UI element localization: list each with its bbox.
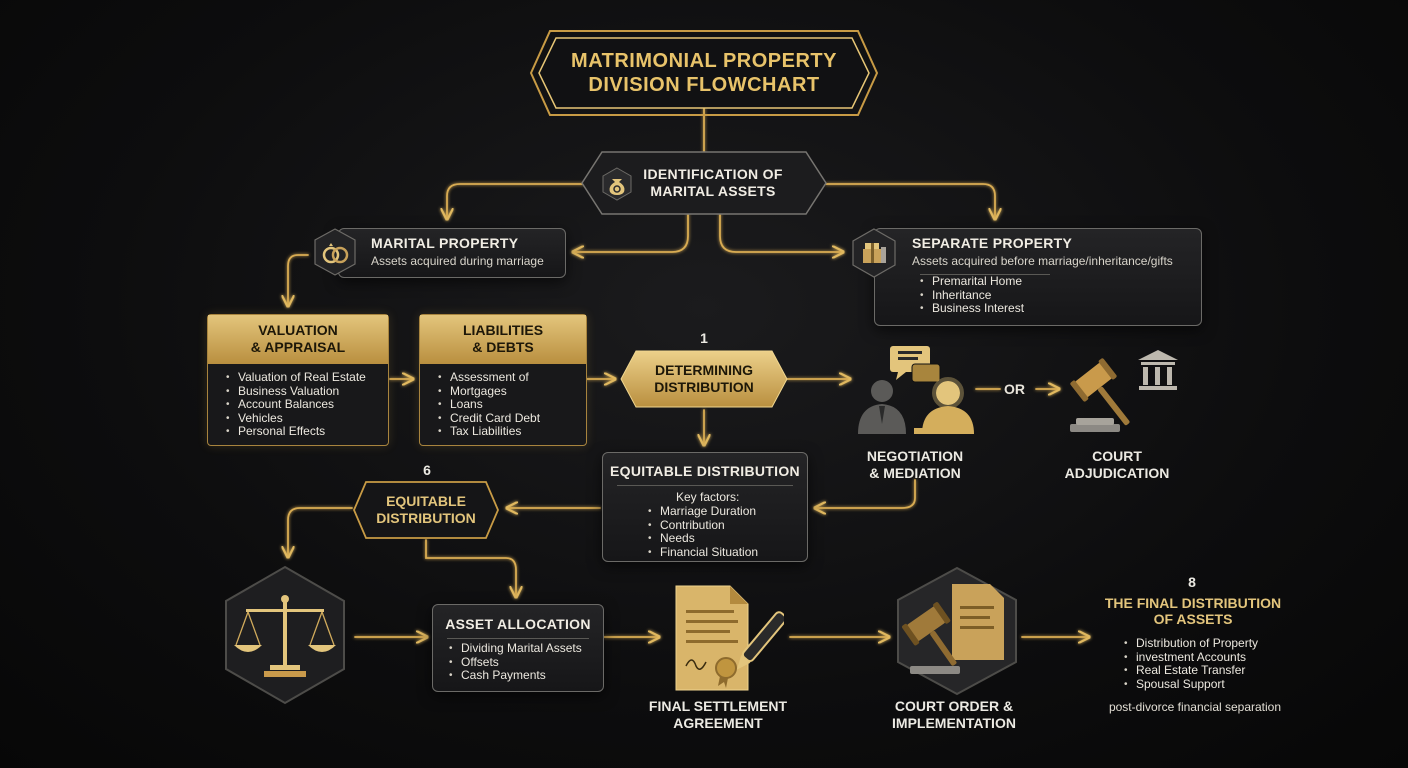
equitable-hex-line-2: DISTRIBUTION: [376, 510, 476, 526]
list-item: Account Balances: [226, 397, 388, 412]
list-item: Assessment of: [438, 370, 586, 385]
final-distribution-line-2: OF ASSETS: [1153, 611, 1233, 627]
liabilities-card: LIABILITIES & DEBTS Assessment of Mortga…: [419, 314, 587, 446]
equitable-distribution-title: EQUITABLE DISTRIBUTION: [610, 463, 800, 479]
determining-line-2: DISTRIBUTION: [654, 379, 754, 395]
list-item: Contribution: [648, 518, 807, 533]
valuation-card: VALUATION & APPRAISAL Valuation of Real …: [207, 314, 389, 446]
list-item: Premarital Home: [920, 274, 1024, 289]
document-pen-icon: [664, 582, 784, 694]
list-item: Dividing Marital Assets: [449, 641, 603, 656]
list-item: Credit Card Debt: [438, 411, 586, 426]
final-settlement-label: FINAL SETTLEMENT AGREEMENT: [630, 698, 806, 732]
step-number-1: 1: [700, 330, 708, 346]
list-item: Marriage Duration: [648, 504, 807, 519]
or-label: OR: [1004, 381, 1025, 397]
list-item: Business Interest: [920, 301, 1024, 316]
list-item: Needs: [648, 531, 807, 546]
list-item: Personal Effects: [226, 424, 388, 439]
equitable-distribution-hex: EQUITABLE DISTRIBUTION: [352, 480, 500, 540]
separate-property-list: Premarital Home Inheritance Business Int…: [902, 274, 1024, 316]
equitable-distribution-card: EQUITABLE DISTRIBUTION Key factors: Marr…: [602, 452, 808, 562]
list-item: Spousal Support: [1124, 677, 1258, 692]
list-item: Mortgages: [438, 384, 586, 399]
final-distribution-footer: post-divorce financial separation: [1108, 700, 1282, 714]
list-item: Tax Liabilities: [438, 424, 586, 439]
marital-property-subtitle: Assets acquired during marriage: [371, 254, 544, 268]
list-item: Vehicles: [226, 411, 388, 426]
list-item: Financial Situation: [648, 545, 807, 560]
negotiation-line-2: & MEDIATION: [869, 465, 961, 481]
list-item: Distribution of Property: [1124, 636, 1258, 651]
valuation-title-line-1: VALUATION: [258, 322, 338, 338]
list-item: Cash Payments: [449, 668, 603, 683]
gavel-courthouse-icon: [1062, 346, 1180, 438]
separate-property-subtitle: Assets acquired before marriage/inherita…: [912, 254, 1173, 268]
liabilities-header: LIABILITIES & DEBTS: [420, 315, 586, 364]
list-item: Real Estate Transfer: [1124, 663, 1258, 678]
list-item: Loans: [438, 397, 586, 412]
asset-allocation-card: ASSET ALLOCATION Dividing Marital Assets…: [432, 604, 604, 692]
scales-icon: [222, 565, 348, 705]
key-factors-list: Marriage Duration Contribution Needs Fin…: [603, 504, 807, 560]
step-number-6: 6: [423, 462, 431, 478]
step-number-8: 8: [1188, 574, 1196, 590]
determining-line-1: DETERMINING: [655, 362, 753, 378]
liabilities-title-line-2: & DEBTS: [472, 339, 534, 355]
list-item: Business Valuation: [226, 384, 388, 399]
negotiation-label: NEGOTIATION & MEDIATION: [842, 448, 988, 482]
liabilities-title-line-1: LIABILITIES: [462, 322, 544, 338]
negotiation-line-1: NEGOTIATION: [866, 448, 964, 464]
book-gift-icon: [848, 227, 900, 279]
identification-line-1: IDENTIFICATION OF: [643, 166, 783, 182]
marital-property-node: MARITAL PROPERTY Assets acquired during …: [308, 222, 566, 282]
separate-property-title: SEPARATE PROPERTY: [912, 235, 1073, 251]
list-item: Offsets: [449, 655, 603, 670]
valuation-title-line-2: & APPRAISAL: [250, 339, 346, 355]
determining-distribution-node: DETERMINING DISTRIBUTION: [620, 350, 788, 408]
asset-allocation-list: Dividing Marital Assets Offsets Cash Pay…: [433, 641, 603, 683]
separate-property-node: SEPARATE PROPERTY Assets acquired before…: [848, 222, 1202, 326]
gavel-document-icon: [894, 566, 1020, 696]
valuation-header: VALUATION & APPRAISAL: [208, 315, 388, 364]
rings-icon: [310, 227, 360, 277]
court-adjudication-line-1: COURT: [1092, 448, 1142, 464]
identification-line-2: MARITAL ASSETS: [650, 183, 776, 199]
title-frame: [529, 30, 879, 116]
separator-line: [617, 485, 793, 486]
final-distribution-title: THE FINAL DISTRIBUTION OF ASSETS: [1096, 595, 1290, 627]
identification-node: IDENTIFICATION OF MARITAL ASSETS: [580, 150, 828, 216]
court-order-line-1: COURT ORDER &: [894, 698, 1014, 714]
marital-property-title: MARITAL PROPERTY: [371, 235, 519, 251]
court-adjudication-label: COURT ADJUDICATION: [1042, 448, 1192, 482]
title-line-2: DIVISION FLOWCHART: [588, 74, 820, 96]
court-order-label: COURT ORDER & IMPLEMENTATION: [874, 698, 1034, 732]
final-settlement-line-1: FINAL SETTLEMENT: [648, 698, 788, 714]
asset-allocation-title: ASSET ALLOCATION: [445, 616, 591, 632]
money-bag-icon: [600, 167, 634, 201]
separator-line: [447, 638, 589, 639]
final-distribution-line-1: THE FINAL DISTRIBUTION: [1104, 595, 1282, 611]
final-distribution-list: Distribution of Property investment Acco…: [1106, 636, 1258, 692]
valuation-list: Valuation of Real Estate Business Valuat…: [208, 370, 388, 439]
key-factors-label: Key factors:: [676, 490, 740, 504]
flowchart-title: MATRIMONIAL PROPERTY DIVISION FLOWCHART: [528, 28, 880, 118]
equitable-hex-line-1: EQUITABLE: [386, 493, 466, 509]
people-speech-icon: [850, 342, 980, 438]
list-item: Valuation of Real Estate: [226, 370, 388, 385]
court-order-line-2: IMPLEMENTATION: [892, 715, 1016, 731]
court-adjudication-line-2: ADJUDICATION: [1064, 465, 1170, 481]
list-item: investment Accounts: [1124, 650, 1258, 665]
list-item: Inheritance: [920, 288, 1024, 303]
title-line-1: MATRIMONIAL PROPERTY: [571, 50, 837, 72]
final-settlement-line-2: AGREEMENT: [673, 715, 763, 731]
liabilities-list: Assessment of Mortgages Loans Credit Car…: [420, 370, 586, 439]
